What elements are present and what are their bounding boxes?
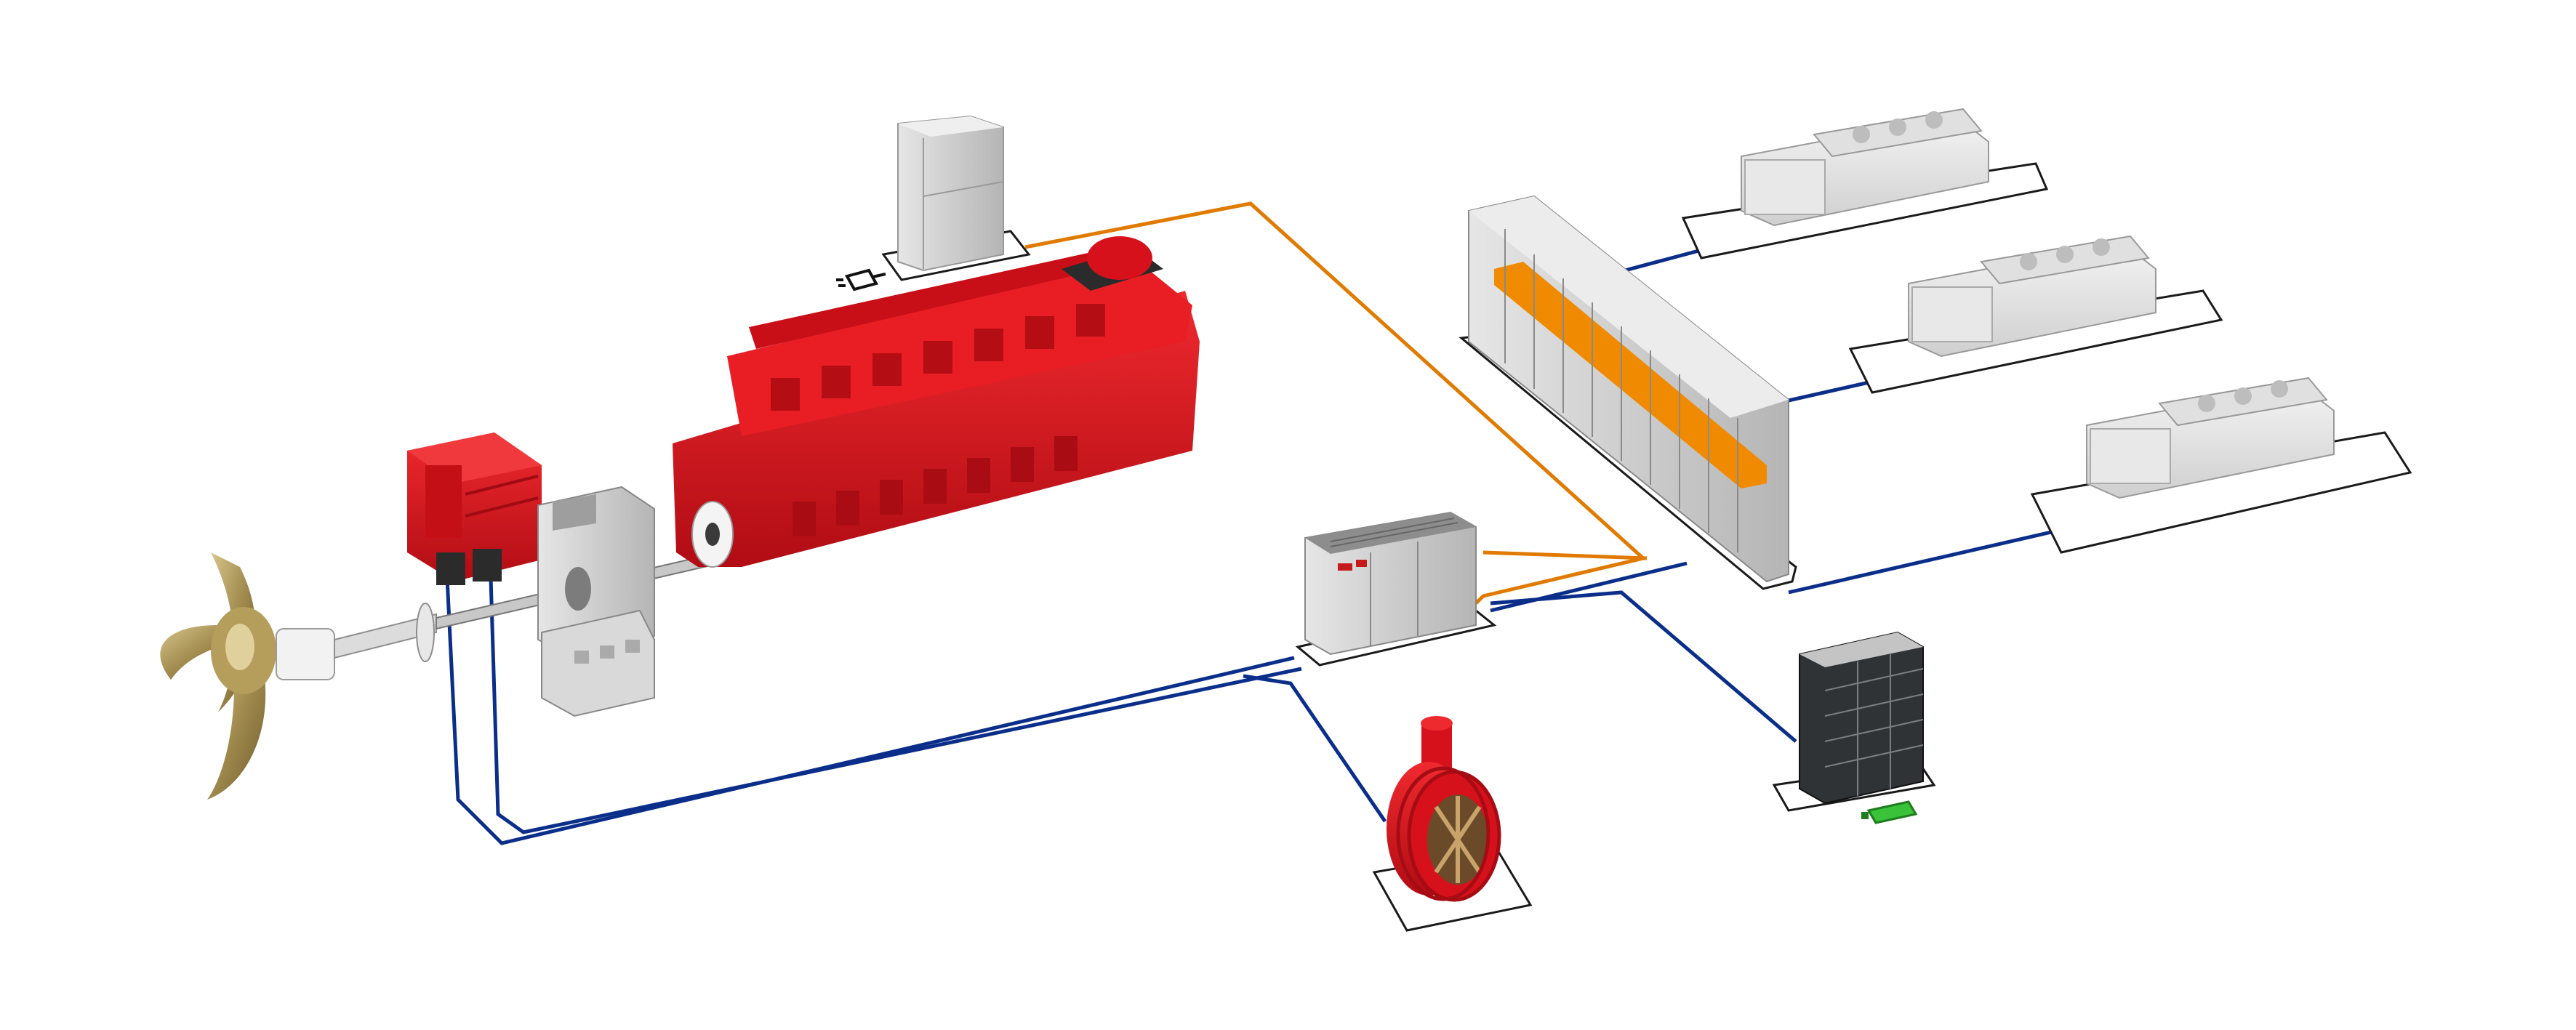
battery-icon <box>1861 800 1918 824</box>
shaft-motor-cable-2 <box>489 577 1302 834</box>
generator-set-icon <box>1908 235 2156 358</box>
converter-cabinet-icon <box>1304 511 1477 656</box>
cabinet-icon <box>897 115 1004 272</box>
switchboard-icon <box>1468 195 1789 583</box>
battery-cable <box>1490 590 1797 743</box>
battery-rack-icon <box>1799 631 1924 805</box>
converter-switchboard-cable <box>1490 561 1688 613</box>
genset-3 <box>2030 377 2412 554</box>
bow-thruster-group <box>1372 716 1533 932</box>
diesel-engine-icon <box>673 236 1200 568</box>
genset-1 <box>1681 108 2049 259</box>
generator-set-icon <box>2086 377 2335 499</box>
generator-set-icon <box>1741 108 1989 227</box>
cable-layer <box>445 201 2058 845</box>
shaft-motor-cable-1 <box>445 577 1295 845</box>
battery-group <box>1772 631 1936 824</box>
switchboard-group <box>1458 195 1797 590</box>
genset-2 <box>1848 235 2223 394</box>
power-converter-group <box>1295 511 1497 667</box>
converter-shore-cable <box>1482 550 1648 560</box>
electric-motor-icon <box>407 432 542 585</box>
shore-connection-group <box>836 115 1031 291</box>
power-plug-icon <box>836 268 886 291</box>
thruster-cable <box>1243 674 1387 823</box>
gearbox-icon <box>537 486 655 717</box>
thruster-fan-icon <box>1387 716 1501 902</box>
genset-3-cable <box>1788 528 2058 595</box>
propeller-icon <box>160 552 276 800</box>
